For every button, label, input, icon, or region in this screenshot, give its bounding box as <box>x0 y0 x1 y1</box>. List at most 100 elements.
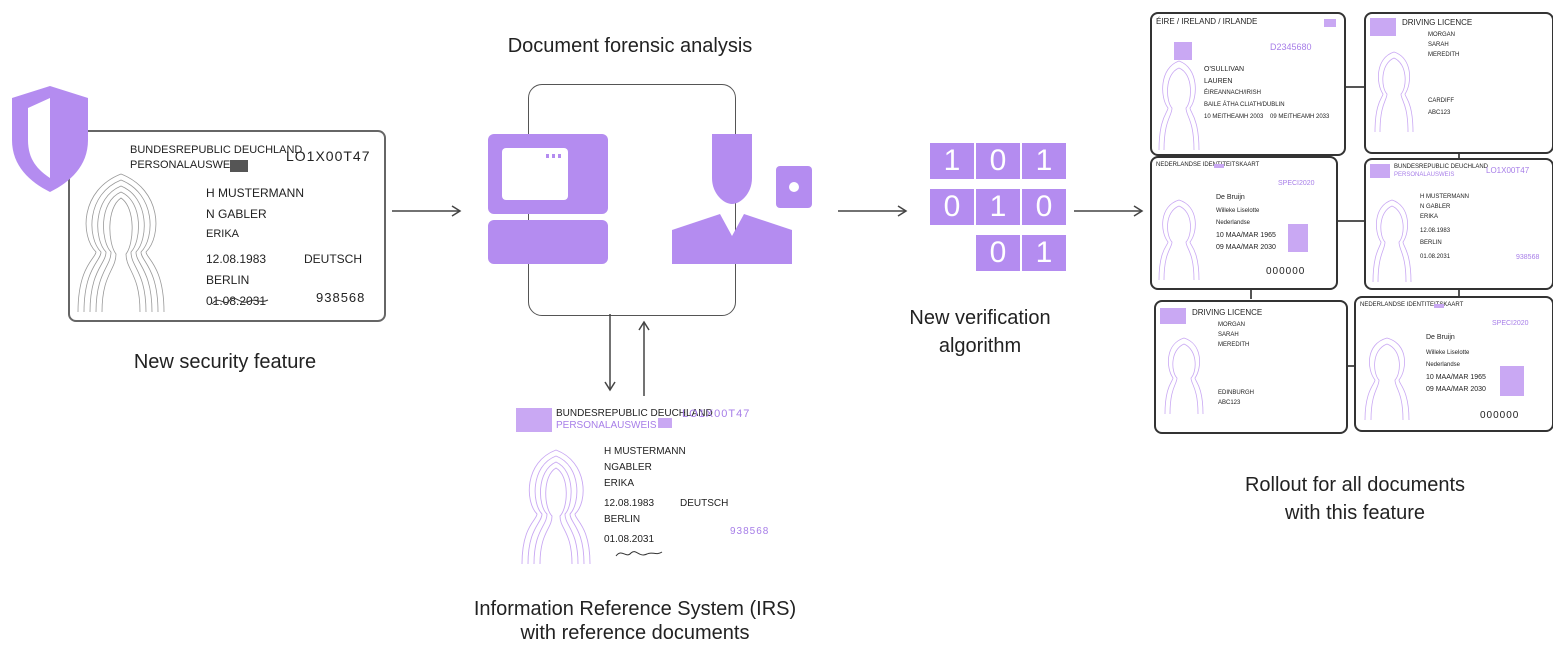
field: EDINBURGH <box>1218 390 1255 396</box>
field: O'SULLIVAN <box>1204 66 1245 73</box>
flag-block <box>1434 304 1444 308</box>
arrow-1 <box>392 205 462 217</box>
caption-irs-line-2: with reference documents <box>520 622 750 644</box>
document-number: LO1X00T47 <box>682 408 751 420</box>
can-number: 938568 <box>730 526 770 537</box>
doc-number: SPECI2020 <box>1278 180 1315 187</box>
flag-block <box>1324 19 1336 27</box>
nationality: DEUTSCH <box>680 498 729 509</box>
expiry-date: 01.08.2031 <box>206 294 267 308</box>
field: Willeke Liselotte <box>1216 208 1260 214</box>
arrow-down-to-irs <box>604 314 616 392</box>
date-of-birth: 12.08.1983 <box>604 498 655 509</box>
field: N GABLER <box>1420 204 1451 210</box>
card-header: BUNDESREPUBLIC DEUCHLAND <box>556 408 713 419</box>
computer-icon <box>488 134 608 264</box>
rollout-card-driving-licence: DRIVING LICENCE MORGAN SARAH MEREDITH CA… <box>1364 12 1553 154</box>
doc-number: SPECI2020 <box>1492 320 1529 327</box>
field: 000000 <box>1480 410 1520 421</box>
field: MORGAN <box>1428 32 1455 38</box>
field: De Bruijn <box>1216 194 1245 201</box>
card-header: BUNDESREPUBLIC DEUCHLAND <box>130 144 303 156</box>
field: SARAH <box>1218 332 1239 338</box>
card-subtitle: PERSONALAUSWEIS <box>1394 172 1455 178</box>
surname-2: N GABLER <box>206 207 267 221</box>
portrait-hologram <box>1372 199 1412 283</box>
field: ABC123 <box>1428 110 1451 116</box>
field: ERIKA <box>1420 214 1439 220</box>
id-card-reference: BUNDESREPUBLIC DEUCHLAND PERSONALAUSWEIS… <box>512 404 782 564</box>
date-of-birth: 12.08.1983 <box>206 252 267 266</box>
connector <box>1344 86 1364 88</box>
expiry-date: 01.08.2031 <box>604 534 655 545</box>
binary-cell: 0 <box>930 189 974 225</box>
caption-forensic-analysis: Document forensic analysis <box>507 35 753 57</box>
card-title: NEDERLANDSE IDENTITEITSKAART <box>1156 162 1260 168</box>
binary-cell: 1 <box>976 189 1020 225</box>
nationality: DEUTSCH <box>304 252 363 266</box>
field: 12.08.1983 <box>1420 228 1451 234</box>
rollout-card-driving-licence-2: DRIVING LICENCE MORGAN SARAH MEREDITH ED… <box>1154 300 1348 434</box>
field: CARDIFF <box>1428 98 1454 104</box>
portrait-hologram <box>77 173 165 313</box>
field: MEREDITH <box>1218 342 1250 348</box>
field: 09 MAA/MAR 2030 <box>1426 386 1486 393</box>
doc-number: D2345680 <box>1270 42 1312 52</box>
signature <box>615 551 663 557</box>
caption-verification-line-2: algorithm <box>938 335 1022 357</box>
field: 09 MAA/MAR 2030 <box>1216 244 1276 251</box>
eu-flag-icon <box>230 160 248 172</box>
rollout-card-german-id: BUNDESREPUBLIC DEUCHLAND PERSONALAUSWEIS… <box>1364 158 1553 290</box>
portrait-hologram <box>1158 199 1200 281</box>
caption-irs-line-1: Information Reference System (IRS) <box>473 598 797 620</box>
field: ÉIREANNACH/IRISH <box>1204 90 1262 96</box>
arrow-up-from-irs <box>638 320 650 396</box>
portrait-hologram <box>1164 337 1204 415</box>
card-title: DRIVING LICENCE <box>1402 18 1473 27</box>
document-number: LO1X00T47 <box>286 148 371 164</box>
binary-cell: 1 <box>930 143 974 179</box>
shield-icon <box>12 86 88 192</box>
arrow-2 <box>838 205 908 217</box>
binary-cell: 0 <box>976 235 1020 271</box>
card-title: NEDERLANDSE IDENTITEITSKAART <box>1360 302 1464 308</box>
card-subheader: PERSONALAUSWEIS <box>130 159 241 171</box>
surname-2: NGABLER <box>604 462 652 473</box>
eu-flag-icon <box>658 418 672 428</box>
doc-number: LO1X00T47 <box>1486 166 1530 175</box>
field: Nederlandse <box>1426 362 1461 368</box>
field: 10 MAA/MAR 1965 <box>1426 374 1486 381</box>
connector <box>1458 150 1460 158</box>
field: 10 MEITHEAMH 2003 <box>1204 114 1264 120</box>
header-block <box>1370 18 1396 36</box>
field: 000000 <box>1266 266 1306 277</box>
surname-1: H MUSTERMANN <box>206 186 304 200</box>
header-block <box>1370 164 1390 178</box>
field: BAILE ÁTHA CLIATH/DUBLIN <box>1204 102 1285 108</box>
binary-cell: 0 <box>976 143 1020 179</box>
surname-1: H MUSTERMANN <box>604 446 686 457</box>
given-name: ERIKA <box>206 228 240 240</box>
id-card-new-feature: BUNDESREPUBLIC DEUCHLAND PERSONALAUSWEIS… <box>68 130 386 322</box>
connector <box>1250 285 1252 299</box>
signature <box>211 297 269 305</box>
portrait-hologram <box>1364 337 1410 421</box>
person-icon <box>672 134 812 264</box>
connector <box>1344 365 1354 367</box>
field: 01.08.2031 <box>1420 254 1451 260</box>
field: Willeke Liselotte <box>1426 350 1470 356</box>
field: ABC123 <box>1218 400 1241 406</box>
rollout-card-dutch-id-2: NEDERLANDSE IDENTITEITSKAART SPECI2020 D… <box>1354 296 1553 432</box>
card-title: BUNDESREPUBLIC DEUCHLAND <box>1394 164 1489 170</box>
caption-verification-line-1: New verification <box>909 307 1051 329</box>
connector <box>1458 285 1460 299</box>
connector <box>1334 220 1364 222</box>
field: MORGAN <box>1218 322 1245 328</box>
given-name: ERIKA <box>604 478 635 489</box>
field: 09 MEITHEAMH 2033 <box>1270 114 1330 120</box>
header-block <box>516 408 552 432</box>
portrait-hologram <box>521 449 591 564</box>
place-of-birth: BERLIN <box>604 514 641 525</box>
card-title: ÉIRE / IRELAND / IRLANDE <box>1156 17 1258 26</box>
field: De Bruijn <box>1426 334 1455 341</box>
